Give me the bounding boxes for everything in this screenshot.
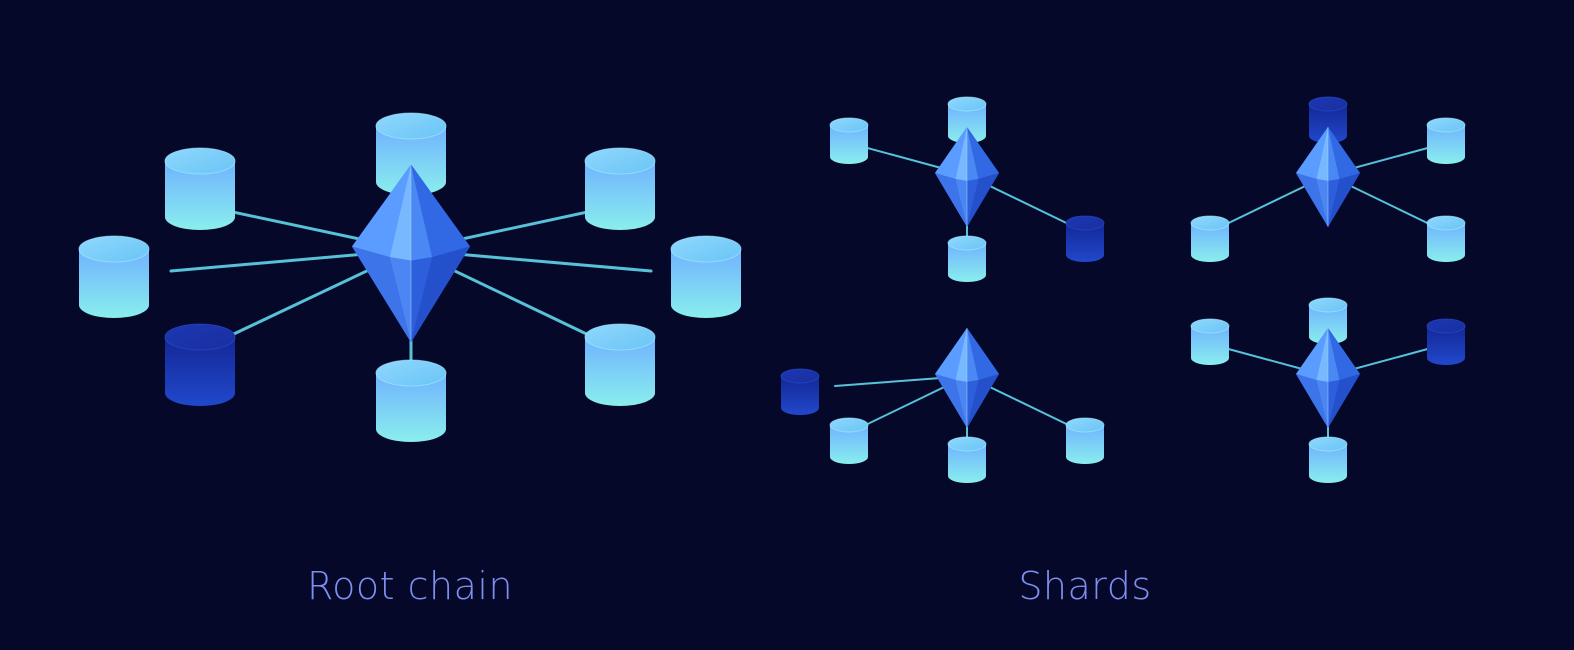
shard-1-crystal-hub-icon xyxy=(935,127,999,227)
root-chain-database-cylinder-icon-4 xyxy=(78,235,150,318)
root-chain-database-cylinder-icon-3 xyxy=(584,147,656,230)
shard-1-database-cylinder-icon-3 xyxy=(1065,215,1105,262)
shard-4-crystal-hub-icon xyxy=(1296,328,1360,428)
shard-3-database-cylinder-icon-4 xyxy=(1065,417,1105,464)
shard-4-database-cylinder-icon-3 xyxy=(1426,318,1466,365)
shard-1-database-cylinder-icon-2 xyxy=(829,117,869,164)
root-chain-database-cylinder-icon-6 xyxy=(164,323,236,406)
shard-4-database-cylinder-icon-4 xyxy=(1308,436,1348,483)
shard-3-crystal-hub-icon xyxy=(935,328,999,428)
hubs-layer xyxy=(352,127,1360,428)
root-chain-database-cylinder-icon-5 xyxy=(670,235,742,318)
shard-4-database-cylinder-icon-1 xyxy=(1308,297,1348,344)
nodes-layer xyxy=(78,96,1466,483)
root-chain-database-cylinder-icon-7 xyxy=(584,323,656,406)
shard-2-database-cylinder-icon-1 xyxy=(1308,96,1348,143)
shard-3-database-cylinder-icon-1 xyxy=(780,368,820,415)
shard-2-database-cylinder-icon-4 xyxy=(1426,215,1466,262)
shard-1-database-cylinder-icon-4 xyxy=(947,235,987,282)
shard-3-database-cylinder-icon-2 xyxy=(829,417,869,464)
root-chain-database-cylinder-icon-8 xyxy=(375,359,447,442)
root-chain-database-cylinder-icon-2 xyxy=(164,147,236,230)
root-chain-label: Root chain xyxy=(306,564,514,608)
root-chain-database-cylinder-icon-1 xyxy=(375,112,447,195)
shard-2-database-cylinder-icon-3 xyxy=(1190,215,1230,262)
shards-label: Shards xyxy=(1018,564,1152,608)
shard-4-database-cylinder-icon-2 xyxy=(1190,318,1230,365)
shard-2-database-cylinder-icon-2 xyxy=(1426,117,1466,164)
shard-1-database-cylinder-icon-1 xyxy=(947,96,987,143)
shard-3-database-cylinder-icon-3 xyxy=(947,436,987,483)
shard-2-crystal-hub-icon xyxy=(1296,127,1360,227)
root-chain-crystal-hub-icon xyxy=(352,164,470,343)
